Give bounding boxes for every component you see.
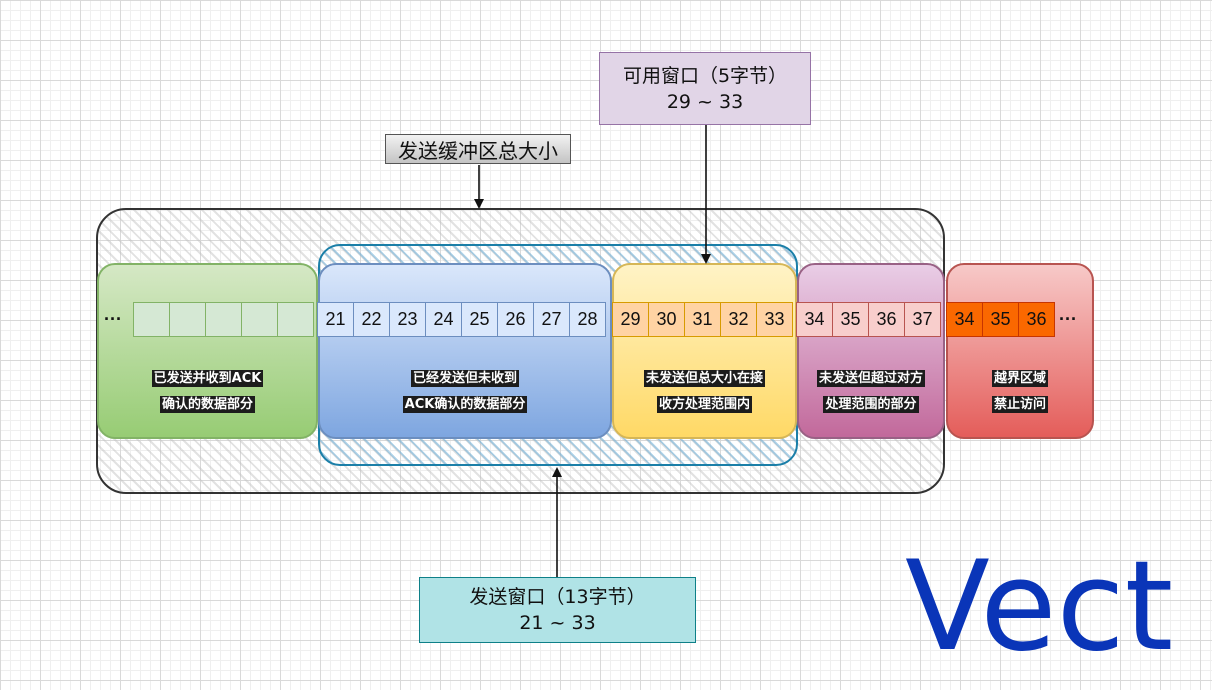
label-usable: 未发送但总大小在接 收方处理范围内 (612, 366, 797, 418)
sequence-cell: 29 (612, 302, 649, 337)
sequence-cell (133, 302, 170, 337)
sequence-cell: 35 (982, 302, 1019, 337)
sequence-cell: 36 (1018, 302, 1055, 337)
label-out-of-bounds-line2: 禁止访问 (991, 396, 1048, 413)
sequence-cell: 27 (533, 302, 570, 337)
leading-ellipsis: ··· (104, 309, 122, 329)
label-usable-line1: 未发送但总大小在接 (643, 370, 765, 387)
zone-sent-acked (97, 263, 318, 439)
usable-window-range: 29 ~ 33 (666, 90, 744, 113)
label-sent-unacked-line1: 已经发送但未收到 (410, 370, 519, 387)
sequence-cell: 25 (461, 302, 498, 337)
sequence-cell: 21 (317, 302, 354, 337)
sequence-cell: 22 (353, 302, 390, 337)
sequence-cell: 31 (684, 302, 721, 337)
acked-cells (133, 302, 314, 337)
buffer-size-label: 发送缓冲区总大小 (385, 134, 571, 164)
sequence-cell: 32 (720, 302, 757, 337)
send-window-callout: 发送窗口（13字节） 21 ~ 33 (419, 577, 696, 643)
sequence-cell: 34 (946, 302, 983, 337)
label-sent-unacked: 已经发送但未收到 ACK确认的数据部分 (318, 366, 612, 418)
label-exceeds: 未发送但超过对方 处理范围的部分 (797, 366, 945, 418)
label-sent-acked: 已发送并收到ACK 确认的数据部分 (97, 366, 318, 418)
label-sent-acked-line2: 确认的数据部分 (159, 396, 255, 413)
label-sent-unacked-line2: ACK确认的数据部分 (402, 396, 528, 413)
sequence-cell (205, 302, 242, 337)
label-exceeds-line1: 未发送但超过对方 (816, 370, 925, 387)
sequence-cell (241, 302, 278, 337)
sequence-cell: 24 (425, 302, 462, 337)
sequence-cell: 23 (389, 302, 426, 337)
sequence-cell (277, 302, 314, 337)
label-usable-line2: 收方处理范围内 (656, 396, 752, 413)
sequence-cell: 30 (648, 302, 685, 337)
sequence-cell: 34 (796, 302, 833, 337)
label-out-of-bounds: 越界区域 禁止访问 (946, 366, 1094, 418)
label-sent-acked-line1: 已发送并收到ACK (151, 370, 264, 387)
sequence-cell: 28 (569, 302, 606, 337)
sequence-cell: 26 (497, 302, 534, 337)
sequence-cell: 37 (904, 302, 941, 337)
label-exceeds-line2: 处理范围的部分 (823, 396, 919, 413)
watermark-text: Vect (905, 535, 1174, 679)
usable-window-title: 可用窗口（5字节） (622, 64, 788, 87)
zone-out-of-bounds (946, 263, 1094, 439)
sequence-cell: 35 (832, 302, 869, 337)
usable-window-callout: 可用窗口（5字节） 29 ~ 33 (599, 52, 811, 125)
sequence-cell (169, 302, 206, 337)
send-window-range: 21 ~ 33 (519, 612, 596, 634)
sequence-cell: 36 (868, 302, 905, 337)
send-window-title: 发送窗口（13字节） (469, 586, 646, 608)
label-out-of-bounds-line1: 越界区域 (991, 370, 1048, 387)
trailing-ellipsis: ··· (1059, 309, 1077, 329)
sequence-cell: 33 (756, 302, 793, 337)
